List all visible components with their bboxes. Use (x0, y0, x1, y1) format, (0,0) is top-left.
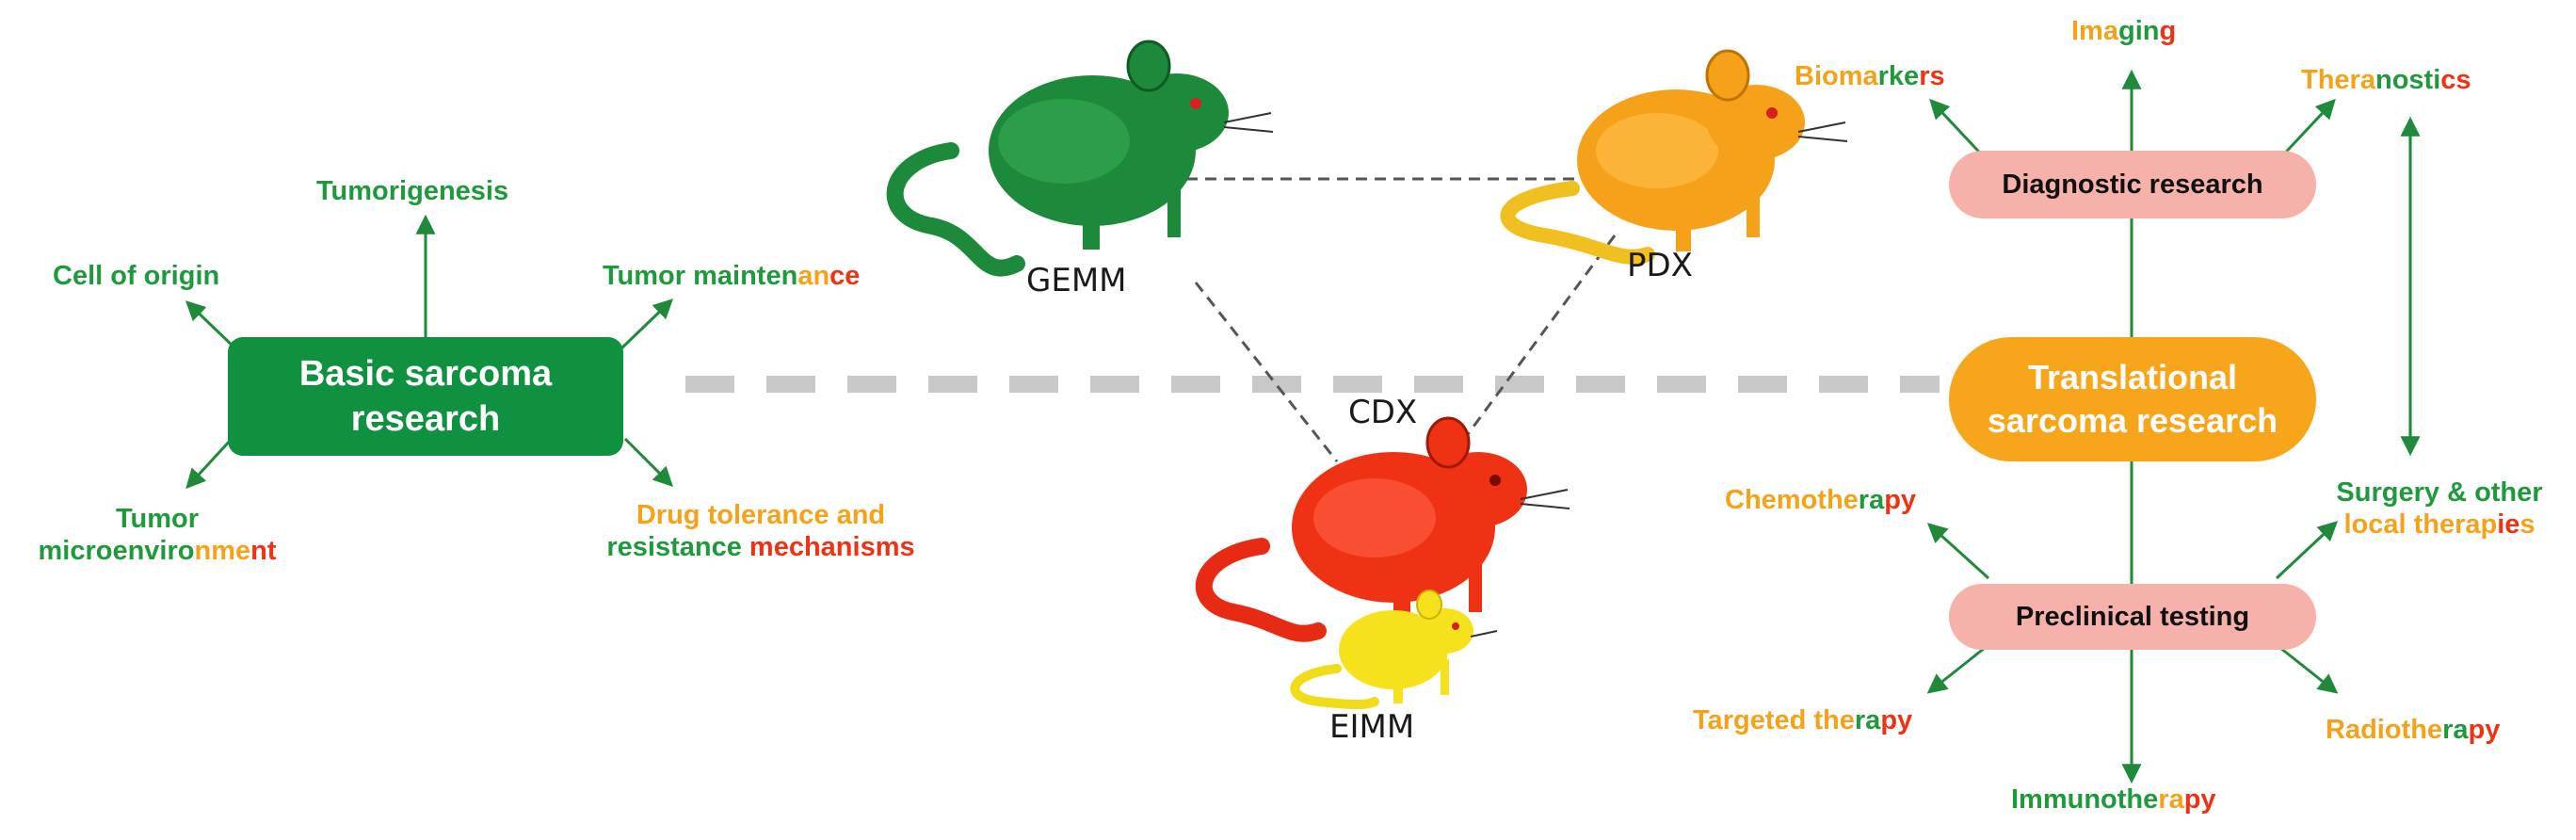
drug-2b: mechanisms (749, 532, 915, 562)
label-theranostics: Theranostics (2301, 64, 2471, 96)
label-radiotherapy: Radiotherapy (2326, 714, 2500, 746)
bio-c: rs (1919, 61, 1945, 91)
label-biomarkers: Biomarkers (1795, 60, 1945, 92)
surg-2a: local therap (2343, 509, 2498, 540)
mouse-eimm (1290, 590, 1498, 709)
img-a: Ima (2071, 16, 2118, 46)
bio-b: rke (1877, 61, 1920, 91)
arrow-surgery (2275, 521, 2339, 580)
label-immunotherapy: Immunotherapy (2011, 783, 2216, 816)
tme-2c: nt (250, 536, 277, 566)
tme-1: Tumor (115, 504, 200, 534)
mouse-gemm (886, 40, 1274, 277)
arrow-drug-tolerance (623, 437, 673, 487)
tme-2b: nme (194, 536, 251, 566)
arrow-microenvironment (185, 437, 233, 490)
ther-c: cs (2440, 65, 2471, 95)
label-tumor-maintenance: Tumor maintenance (603, 260, 860, 292)
label-imaging: Imaging (2071, 15, 2176, 47)
label-gemm: GEMM (1026, 262, 1127, 299)
arrow-targeted (1926, 646, 1986, 694)
label-chemotherapy: Chemotherapy (1725, 484, 1916, 516)
surg-2b: ie (2497, 509, 2520, 540)
ther-a: Thera (2301, 65, 2375, 95)
tm-a: Tumor mainten (603, 261, 798, 291)
mouse-pdx (1500, 49, 1848, 265)
arrow-tumor-maintenance (620, 299, 674, 350)
preclinical-label: Preclinical testing (2015, 601, 2250, 632)
radio-a: Radiothe (2326, 715, 2443, 745)
tm-b: an (797, 261, 830, 291)
arrow-cell-of-origin (185, 300, 237, 350)
label-targeted: Targeted therapy (1693, 704, 1912, 736)
basic-line2: research (350, 399, 501, 439)
chemo-a: Chemothe (1725, 485, 1859, 515)
radio-c: py (2468, 715, 2501, 745)
mouse-cdx (1195, 416, 1570, 642)
trans-line2: sarcoma research (1987, 401, 2278, 440)
chemo-b: ra (1858, 485, 1885, 515)
translational-box (1949, 337, 2316, 461)
preclinical-box (1949, 584, 2316, 650)
drug-2a: resistance (606, 532, 749, 562)
basic-sarcoma-label: Basic sarcoma research (228, 337, 623, 456)
immuno-a: Immunothe (2011, 784, 2159, 815)
img-b: gin (2117, 16, 2160, 46)
gemm-cdx-link (1194, 282, 1339, 462)
img-c: g (2159, 16, 2177, 46)
ther-b: nosti (2375, 65, 2441, 95)
surg-2c: s (2520, 509, 2536, 540)
label-cell-of-origin: Cell of origin (53, 261, 220, 291)
label-eimm: EIMM (1329, 708, 1415, 746)
targ-b: ra (1854, 705, 1881, 735)
pdx-cdx-link (1453, 234, 1617, 453)
label-pdx: PDX (1627, 247, 1693, 284)
trans-line1: Translational (2027, 358, 2238, 396)
arrow-chemotherapy (1926, 523, 1990, 580)
translational-label: Translational sarcoma research (1949, 337, 2316, 461)
diagnostic-box (1949, 151, 2316, 218)
immuno-b: ra (2158, 784, 2184, 815)
radio-b: ra (2442, 715, 2469, 745)
drug-1: Drug tolerance and (636, 500, 886, 530)
basic-sarcoma-box (228, 337, 623, 456)
tm-c: ce (829, 261, 861, 291)
chemo-c: py (1884, 485, 1917, 515)
arrow-radiotherapy (2279, 646, 2339, 694)
label-tumorigenesis: Tumorigenesis (316, 176, 509, 206)
diagnostic-label: Diagnostic research (2002, 169, 2263, 200)
label-cdx: CDX (1348, 394, 1418, 431)
targ-a: Targeted the (1693, 705, 1855, 735)
basic-line1: Basic sarcoma (298, 354, 553, 394)
tme-2a: microenviro (38, 536, 195, 566)
targ-c: py (1880, 705, 1913, 735)
immuno-c: py (2183, 784, 2216, 815)
surg-1: Surgery & other (2336, 477, 2543, 508)
bio-a: Bioma (1795, 61, 1878, 91)
